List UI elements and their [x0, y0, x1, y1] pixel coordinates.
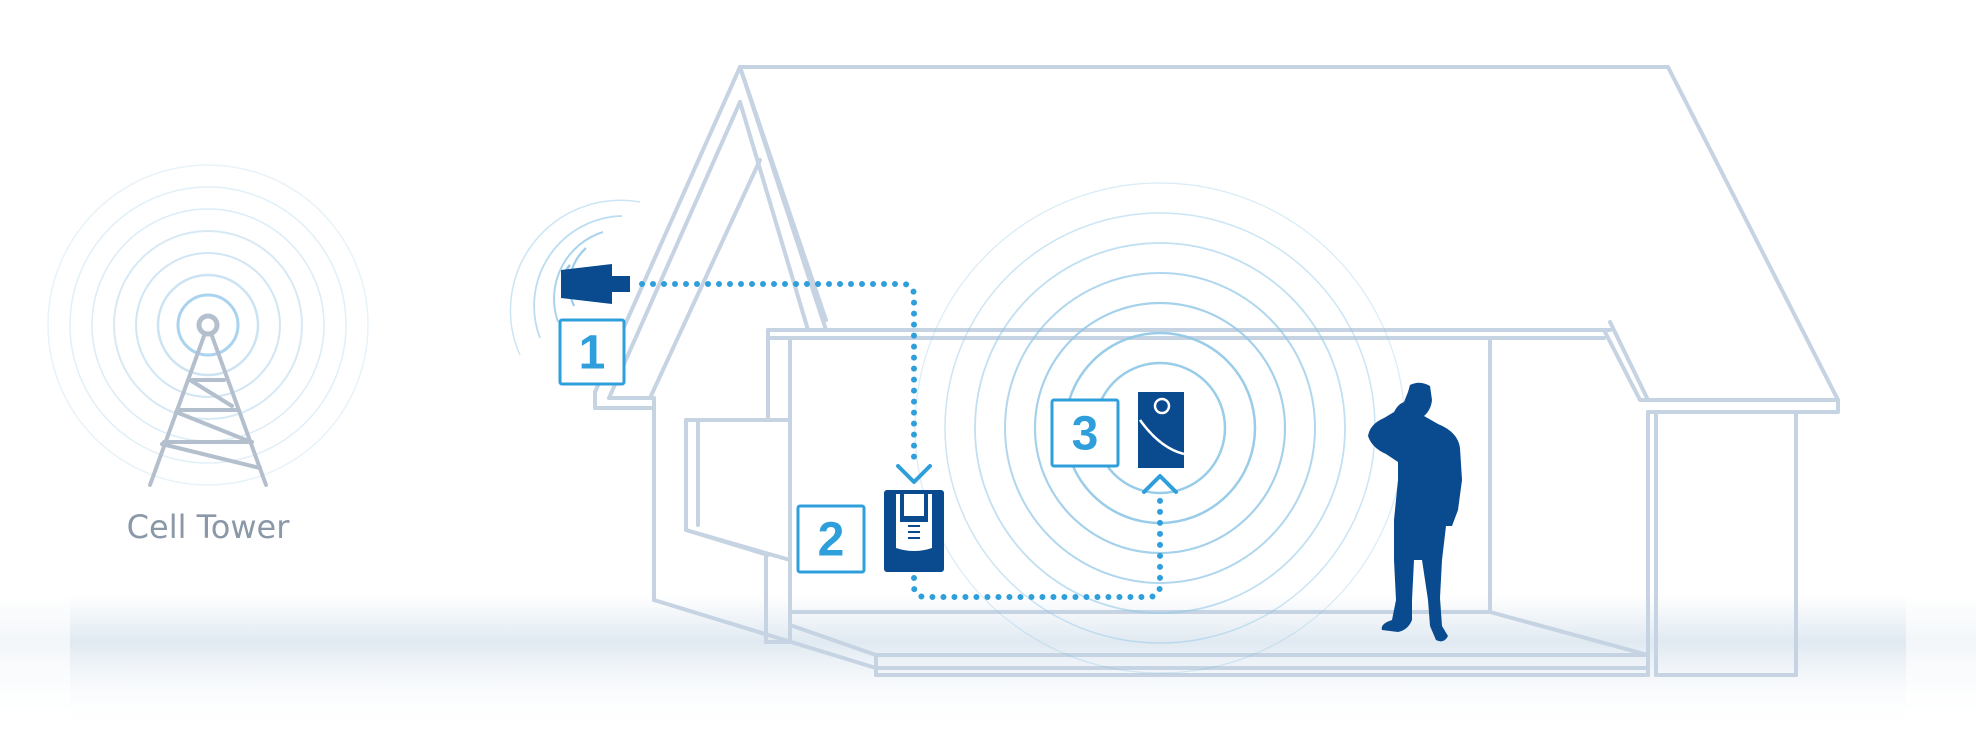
person-on-phone-icon [1368, 382, 1462, 642]
outside-antenna-icon [561, 264, 630, 304]
step-1-badge: 1 [558, 318, 626, 386]
step-1-number: 1 [579, 327, 606, 380]
cell-tower-icon [148, 313, 268, 487]
step-2-badge: 2 [796, 504, 866, 574]
ground-shadow [0, 595, 1976, 730]
cable-path [639, 281, 1163, 600]
signal-booster-icon [884, 490, 944, 572]
up-arrow-icon [1142, 474, 1178, 494]
step-3-number: 3 [1072, 408, 1099, 461]
cell-tower-caption: Cell Tower [127, 508, 291, 546]
tower-signal-rings [47, 164, 369, 486]
house-outline [593, 65, 1840, 677]
inside-antenna-icon [1138, 392, 1185, 468]
step-3-badge: 3 [1050, 398, 1120, 468]
down-arrow-icon [896, 464, 932, 484]
outside-antenna-signal-rings [509, 199, 641, 356]
cell-tower-group: Cell Tower [47, 164, 369, 546]
step-2-number: 2 [818, 514, 845, 567]
cable-arrows [896, 464, 1178, 494]
